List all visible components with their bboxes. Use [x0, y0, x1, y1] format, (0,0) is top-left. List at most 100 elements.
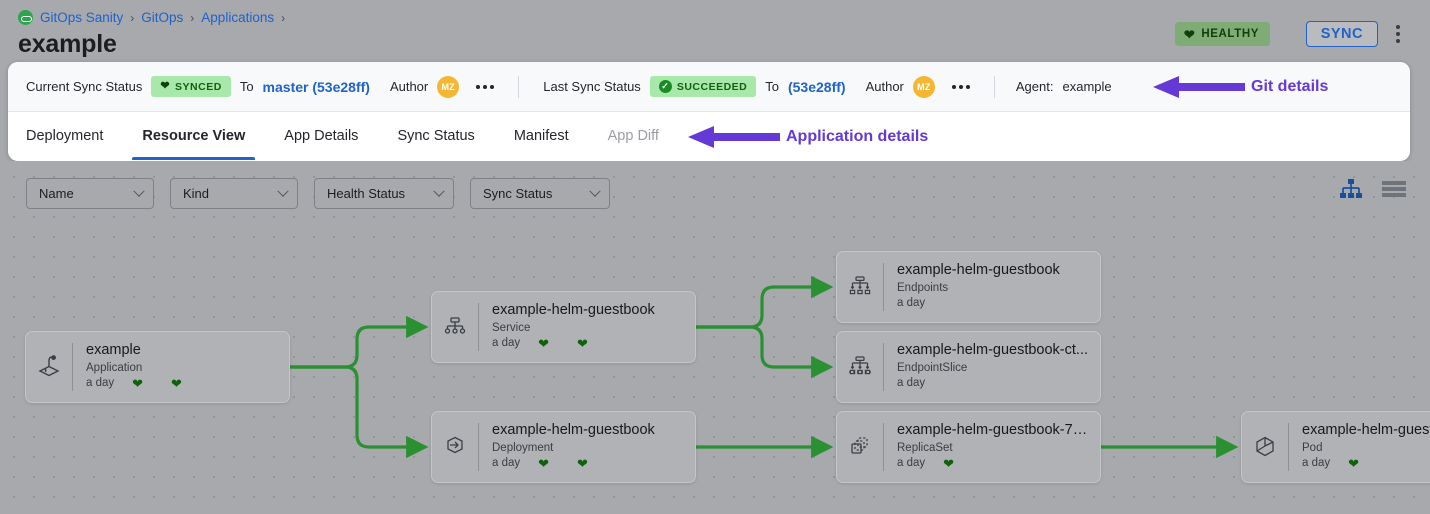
heart-icon: ❤	[160, 80, 171, 92]
health-badge-label: HEALTHY	[1201, 28, 1259, 40]
current-to-label: To	[239, 79, 254, 94]
more-horizontal-icon[interactable]	[951, 84, 970, 89]
graph-node-body: example Application a day ❤ ❤	[73, 332, 289, 402]
node-age: a day	[492, 457, 521, 470]
breadcrumb-separator-icon: ›	[281, 10, 286, 25]
node-age: a day	[897, 296, 926, 309]
agent-label: Agent:	[1015, 79, 1054, 94]
divider	[518, 75, 520, 98]
left-arrow-annotation-icon	[1153, 76, 1245, 98]
current-sync-status-group: Current Sync Status ❤ SYNCED To master (…	[26, 75, 495, 98]
current-sync-status-label: Current Sync Status	[26, 79, 143, 94]
filter-health-status[interactable]: Health Status	[314, 178, 454, 209]
top-bar: GitOps Sanity › GitOps › Applications › …	[0, 0, 1430, 62]
current-revision-link[interactable]: master (53e28ff)	[262, 78, 370, 95]
tab-resource-view[interactable]: Resource View	[132, 112, 256, 160]
node-age: a day	[897, 457, 926, 470]
divider	[883, 343, 884, 391]
endpointslice-icon	[837, 332, 883, 402]
divider	[993, 75, 995, 98]
chevron-down-icon	[589, 185, 601, 197]
node-title: example-helm-guestbook-ct...	[897, 342, 1088, 358]
graph-node-application[interactable]: example Application a day ❤ ❤	[25, 331, 290, 403]
node-kind: ReplicaSet	[897, 441, 953, 454]
graph-node-service[interactable]: example-helm-guestbook Service a day ❤ ❤	[431, 291, 696, 363]
node-meta: a day	[897, 377, 1090, 389]
divider	[478, 423, 479, 471]
list-view-icon[interactable]	[1382, 179, 1406, 204]
node-title: example-helm-guestbook	[897, 262, 1060, 278]
application-icon	[26, 332, 72, 402]
check-circle-icon: ✓	[658, 80, 672, 93]
breadcrumb-item-gitops-sanity[interactable]: GitOps Sanity	[40, 10, 124, 25]
avatar: MZ	[437, 75, 460, 98]
pod-icon	[1242, 412, 1288, 482]
sync-heart-icon: ❤	[171, 375, 182, 391]
view-toggle-group	[1340, 179, 1406, 204]
node-age: a day	[86, 377, 115, 390]
graph-node-endpoints[interactable]: example-helm-guestbook Endpoints a day	[836, 251, 1101, 323]
sync-heart-icon: ❤	[577, 335, 588, 351]
chevron-down-icon	[133, 185, 145, 197]
breadcrumb-separator-icon: ›	[130, 10, 135, 25]
graph-node-deployment[interactable]: example-helm-guestbook Deployment a day …	[431, 411, 696, 483]
sync-button[interactable]: SYNC	[1305, 21, 1378, 47]
breadcrumb-item-gitops[interactable]: GitOps	[141, 10, 184, 25]
node-meta: a day ❤ ❤	[492, 457, 685, 470]
graph-node-body: example-helm-guestbook-74... ReplicaSet …	[884, 412, 1100, 482]
chevron-down-icon	[277, 185, 289, 197]
last-sync-status-group: Last Sync Status ✓ SUCCEEDED To (53e28ff…	[543, 75, 970, 98]
tab-deployment[interactable]: Deployment	[26, 128, 104, 144]
graph-node-body: example-helm-guest Pod a day ❤	[1289, 412, 1430, 482]
more-horizontal-icon[interactable]	[476, 84, 495, 89]
resource-graph-canvas[interactable]: Name Kind Health Status Sync Status	[0, 161, 1430, 514]
breadcrumb-item-applications[interactable]: Applications	[201, 10, 275, 25]
health-heart-icon: ❤	[538, 335, 550, 351]
graph-node-endpointslice[interactable]: example-helm-guestbook-ct... EndpointSli…	[836, 331, 1101, 403]
endpoints-icon	[837, 252, 883, 322]
last-revision-link[interactable]: (53e28ff)	[787, 78, 846, 95]
health-heart-icon: ❤	[132, 375, 144, 391]
tree-view-icon[interactable]	[1340, 179, 1362, 204]
node-kind: Pod	[1302, 441, 1323, 454]
current-sync-status-value: SYNCED	[175, 80, 222, 93]
filter-sync-status-label: Sync Status	[483, 186, 553, 201]
node-kind: EndpointSlice	[897, 361, 968, 374]
tab-sync-status[interactable]: Sync Status	[397, 128, 475, 144]
graph-node-replicaset[interactable]: example-helm-guestbook-74... ReplicaSet …	[836, 411, 1101, 483]
node-title: example-helm-guestbook	[492, 302, 655, 318]
graph-edges	[290, 275, 1239, 459]
node-meta: a day ❤	[1302, 457, 1430, 470]
divider	[883, 423, 884, 471]
agent-value: example	[1062, 79, 1112, 94]
tab-app-diff[interactable]: App Diff	[607, 128, 659, 144]
node-age: a day	[897, 376, 926, 389]
heart-icon: ❤	[1183, 26, 1196, 42]
health-heart-icon: ❤	[538, 455, 550, 471]
agent-group: Agent: example	[1016, 79, 1112, 94]
divider	[72, 343, 73, 391]
filter-sync-status[interactable]: Sync Status	[470, 178, 610, 209]
tab-app-details[interactable]: App Details	[284, 128, 359, 144]
more-vertical-icon[interactable]	[1388, 21, 1408, 47]
tab-manifest[interactable]: Manifest	[513, 128, 569, 144]
graph-node-pod[interactable]: example-helm-guest Pod a day ❤	[1241, 411, 1430, 483]
node-kind: Endpoints	[897, 281, 949, 294]
application-summary-panel: Current Sync Status ❤ SYNCED To master (…	[8, 62, 1410, 161]
divider	[1288, 423, 1289, 471]
last-sync-status-value: SUCCEEDED	[676, 80, 748, 93]
filter-name[interactable]: Name	[26, 178, 154, 209]
left-arrow-annotation-icon	[688, 126, 780, 148]
filter-health-status-label: Health Status	[327, 186, 406, 201]
divider	[883, 263, 884, 311]
graph-node-body: example-helm-guestbook-ct... EndpointSli…	[884, 332, 1100, 402]
node-kind: Deployment	[492, 441, 554, 454]
filter-name-label: Name	[39, 186, 74, 201]
status-badge-health: ❤ HEALTHY	[1174, 22, 1270, 46]
page-title: example	[18, 30, 117, 58]
breadcrumb: GitOps Sanity › GitOps › Applications ›	[18, 10, 285, 25]
filter-kind[interactable]: Kind	[170, 178, 298, 209]
last-sync-status-label: Last Sync Status	[543, 79, 641, 94]
node-meta: a day ❤ ❤	[492, 337, 685, 350]
